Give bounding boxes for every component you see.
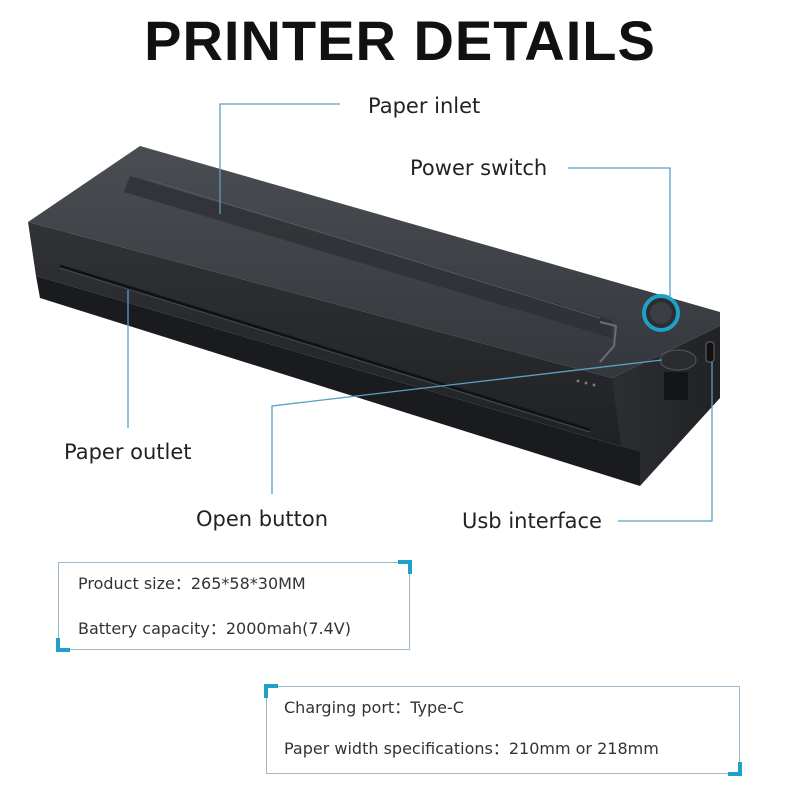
leader-paper-inlet bbox=[219, 103, 340, 214]
spec-paper-width: Paper width specifications：210mm or 218m… bbox=[284, 739, 659, 758]
spec-box-1 bbox=[58, 562, 410, 650]
spec-box-2 bbox=[266, 686, 740, 774]
open-button-shape bbox=[659, 349, 697, 371]
page-title: PRINTER DETAILS bbox=[144, 9, 656, 72]
leader-open-button bbox=[271, 359, 663, 494]
spec-battery-capacity: Battery capacity：2000mah(7.4V) bbox=[78, 619, 351, 638]
label-paper-inlet: Paper inlet bbox=[368, 94, 481, 118]
corner-accent bbox=[264, 684, 278, 698]
label-power-switch: Power switch bbox=[410, 156, 548, 180]
usb-port-shape bbox=[705, 341, 715, 363]
label-open-button: Open button bbox=[196, 507, 329, 531]
printer-front-face bbox=[28, 222, 640, 452]
corner-accent bbox=[398, 560, 412, 574]
corner-accent bbox=[56, 638, 70, 652]
paper-outlet-slot bbox=[59, 264, 591, 432]
spec-charging-port: Charging port：Type-C bbox=[284, 698, 464, 717]
leader-power-switch bbox=[568, 167, 671, 296]
corner-accent bbox=[728, 762, 742, 776]
label-paper-outlet: Paper outlet bbox=[64, 440, 192, 464]
label-usb-interface: Usb interface bbox=[462, 509, 602, 533]
leader-usb-interface bbox=[618, 362, 713, 522]
spec-product-size: Product size：265*58*30MM bbox=[78, 574, 306, 593]
